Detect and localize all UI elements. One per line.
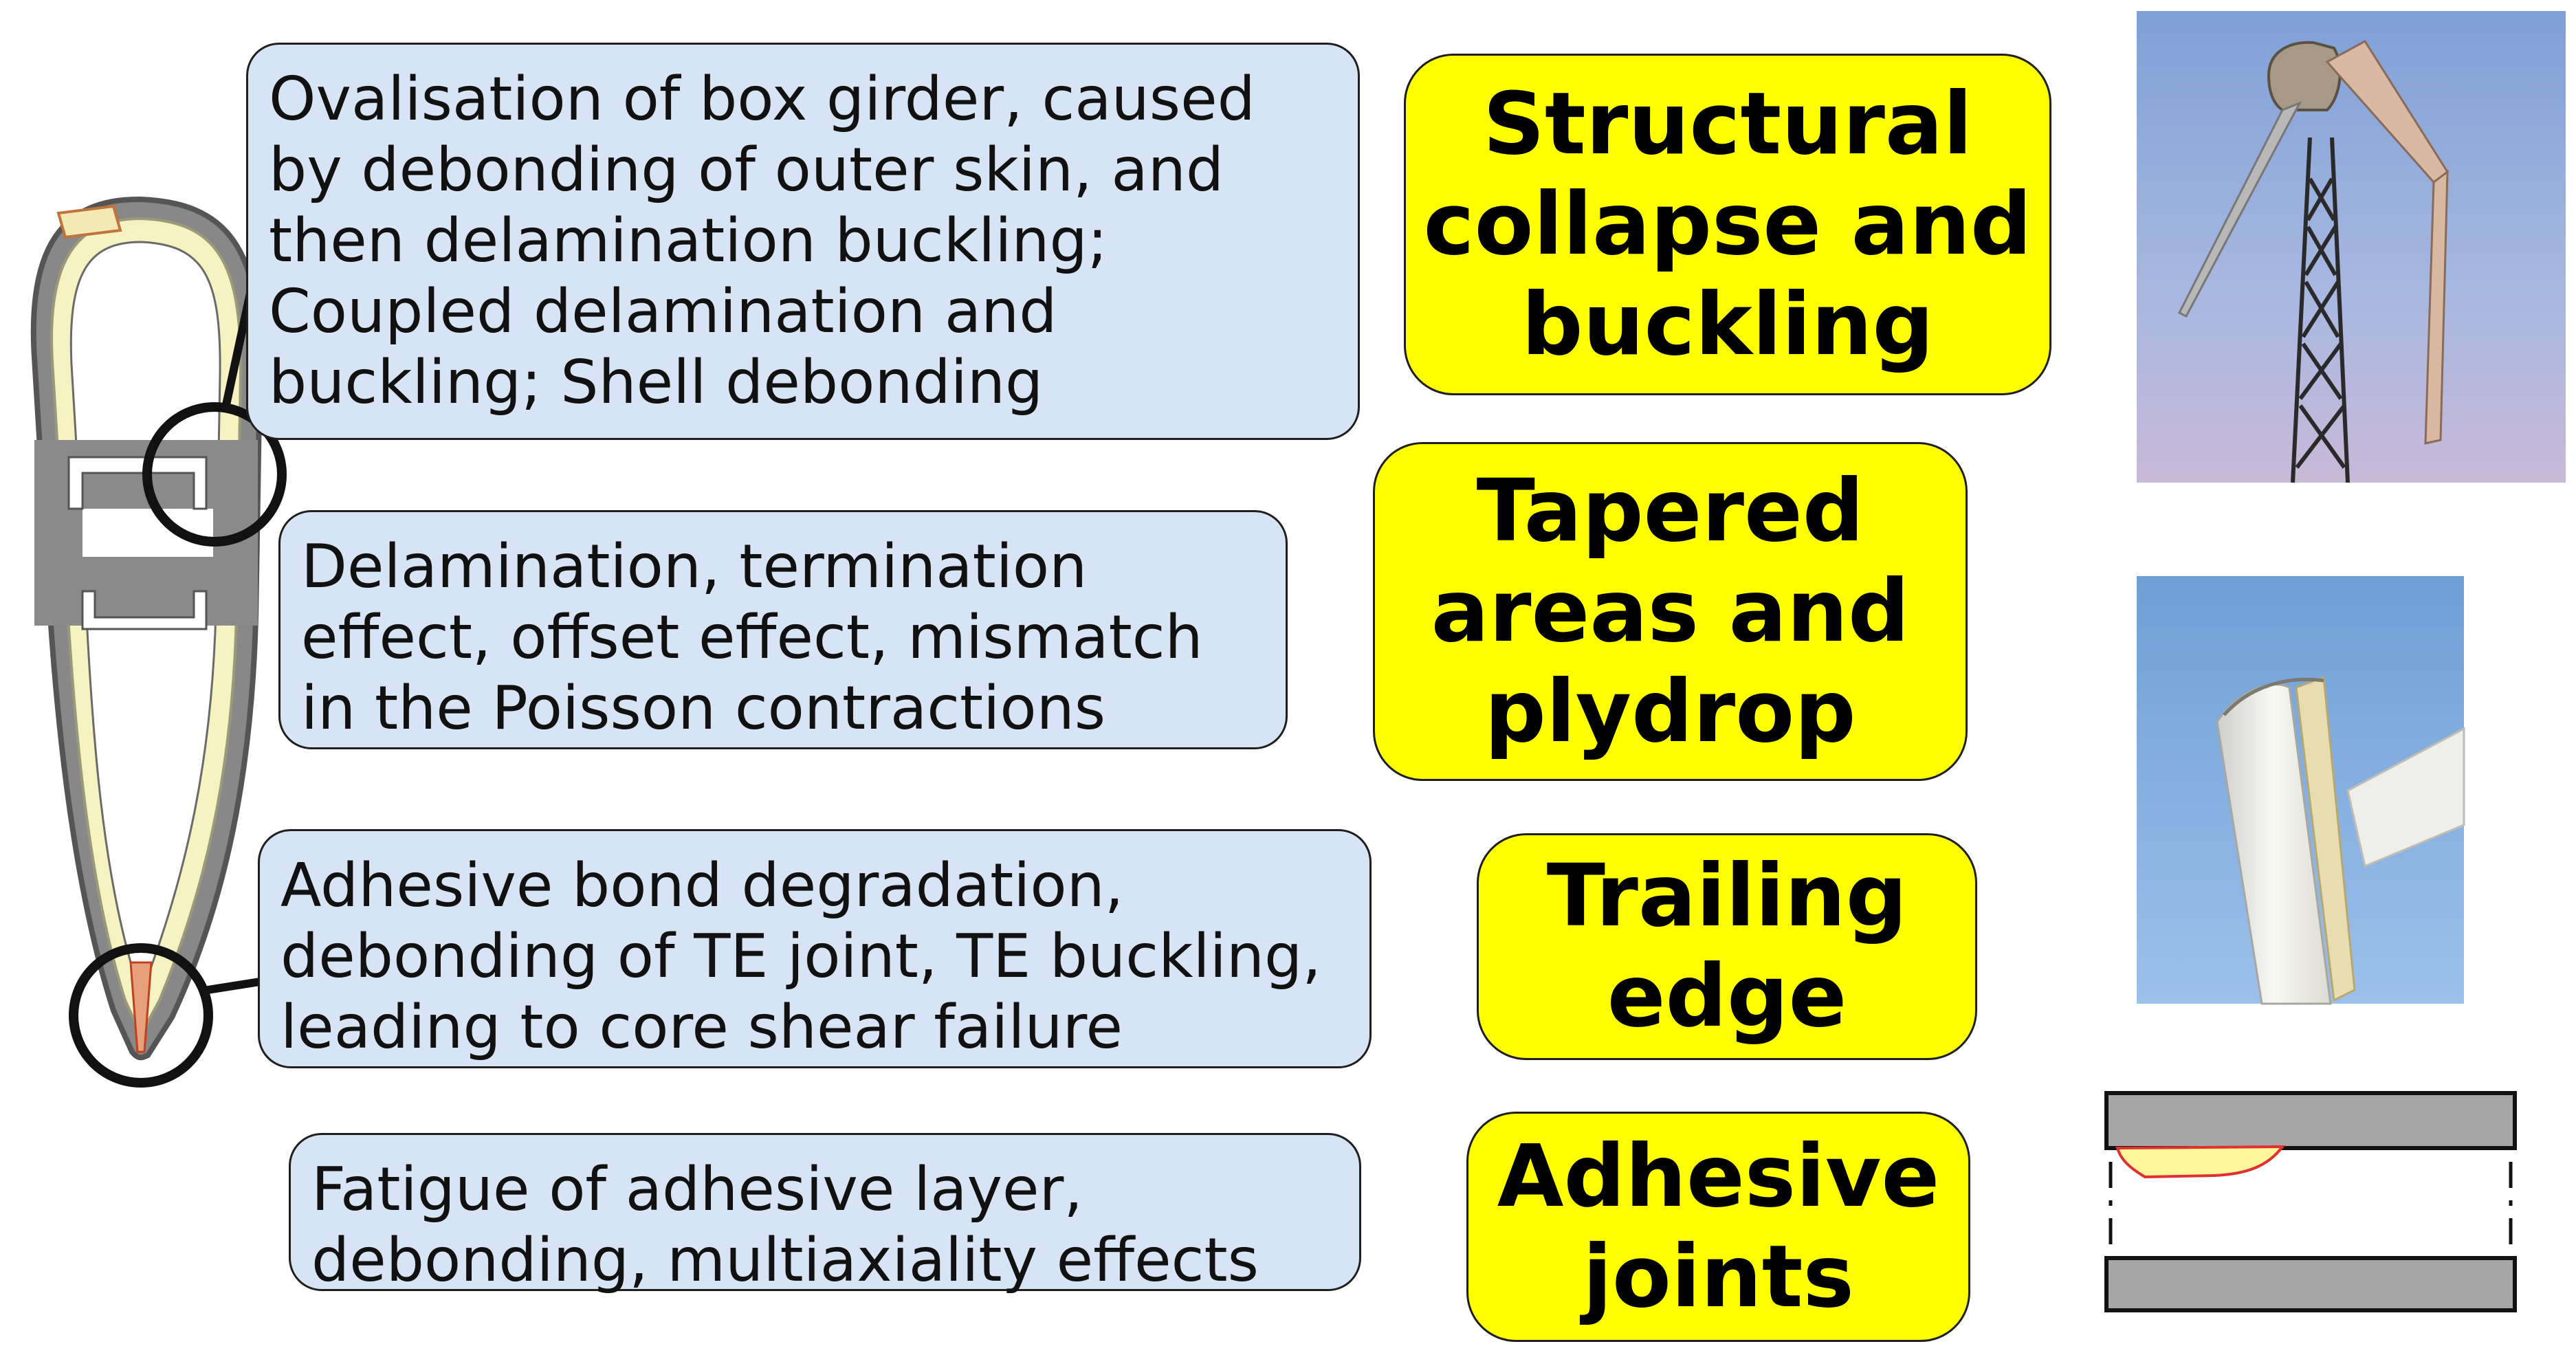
adhesive-joint-schematic [2104,1091,2517,1312]
blade-straight [2177,101,2302,318]
category-trailing-line2: edge [1607,947,1847,1046]
category-tapered-line2: areas and [1431,561,1910,661]
shear-web-lower [81,590,208,630]
category-adhesive-line2: joints [1583,1226,1854,1327]
shear-web-upper [67,456,208,510]
lattice-tower [2291,137,2350,483]
adhesive-crack [2115,1145,2285,1179]
blade-cross-section [30,196,287,1088]
category-trailing-edge: Trailing edge [1477,833,1977,1060]
upper-adherend [2104,1091,2517,1150]
leading-edge-cap [56,204,122,239]
category-structural-collapse: Structural collapse and buckling [1404,54,2051,395]
blade-broken-lower [2424,169,2449,445]
category-adhesive-joints: Adhesive joints [1466,1112,1970,1342]
trailing-edge-marker-circle [69,943,213,1088]
description-structural-collapse: Ovalisation of box girder, caused by deb… [246,43,1360,440]
category-adhesive-line1: Adhesive [1497,1126,1940,1226]
description-adhesive-joints: Fatigue of adhesive layer, debonding, mu… [289,1133,1361,1295]
blade-root-shell [2216,683,2332,1005]
shell-fracture [2223,678,2324,716]
category-tapered-line3: plydrop [1484,661,1856,762]
lower-adherend [2104,1256,2517,1312]
connector-trailing-edge [207,978,261,994]
category-tapered-areas: Tapered areas and plydrop [1373,442,1968,781]
spar-cap-marker-circle [142,402,287,547]
description-trailing-edge: Adhesive bond degradation, debonding of … [258,829,1372,1068]
category-trailing-line1: Trailing [1546,846,1908,946]
trailing-edge-bond [129,961,153,1053]
second-blade [2346,727,2465,868]
category-structural-line1: Structural [1482,74,1973,174]
description-tapered-areas: Delamination, termination effect, offset… [278,510,1288,749]
category-structural-line2: collapse and [1423,174,2032,274]
category-tapered-line1: Tapered [1476,461,1864,561]
nacelle [2267,41,2342,111]
category-structural-line3: buckling [1521,274,1934,375]
